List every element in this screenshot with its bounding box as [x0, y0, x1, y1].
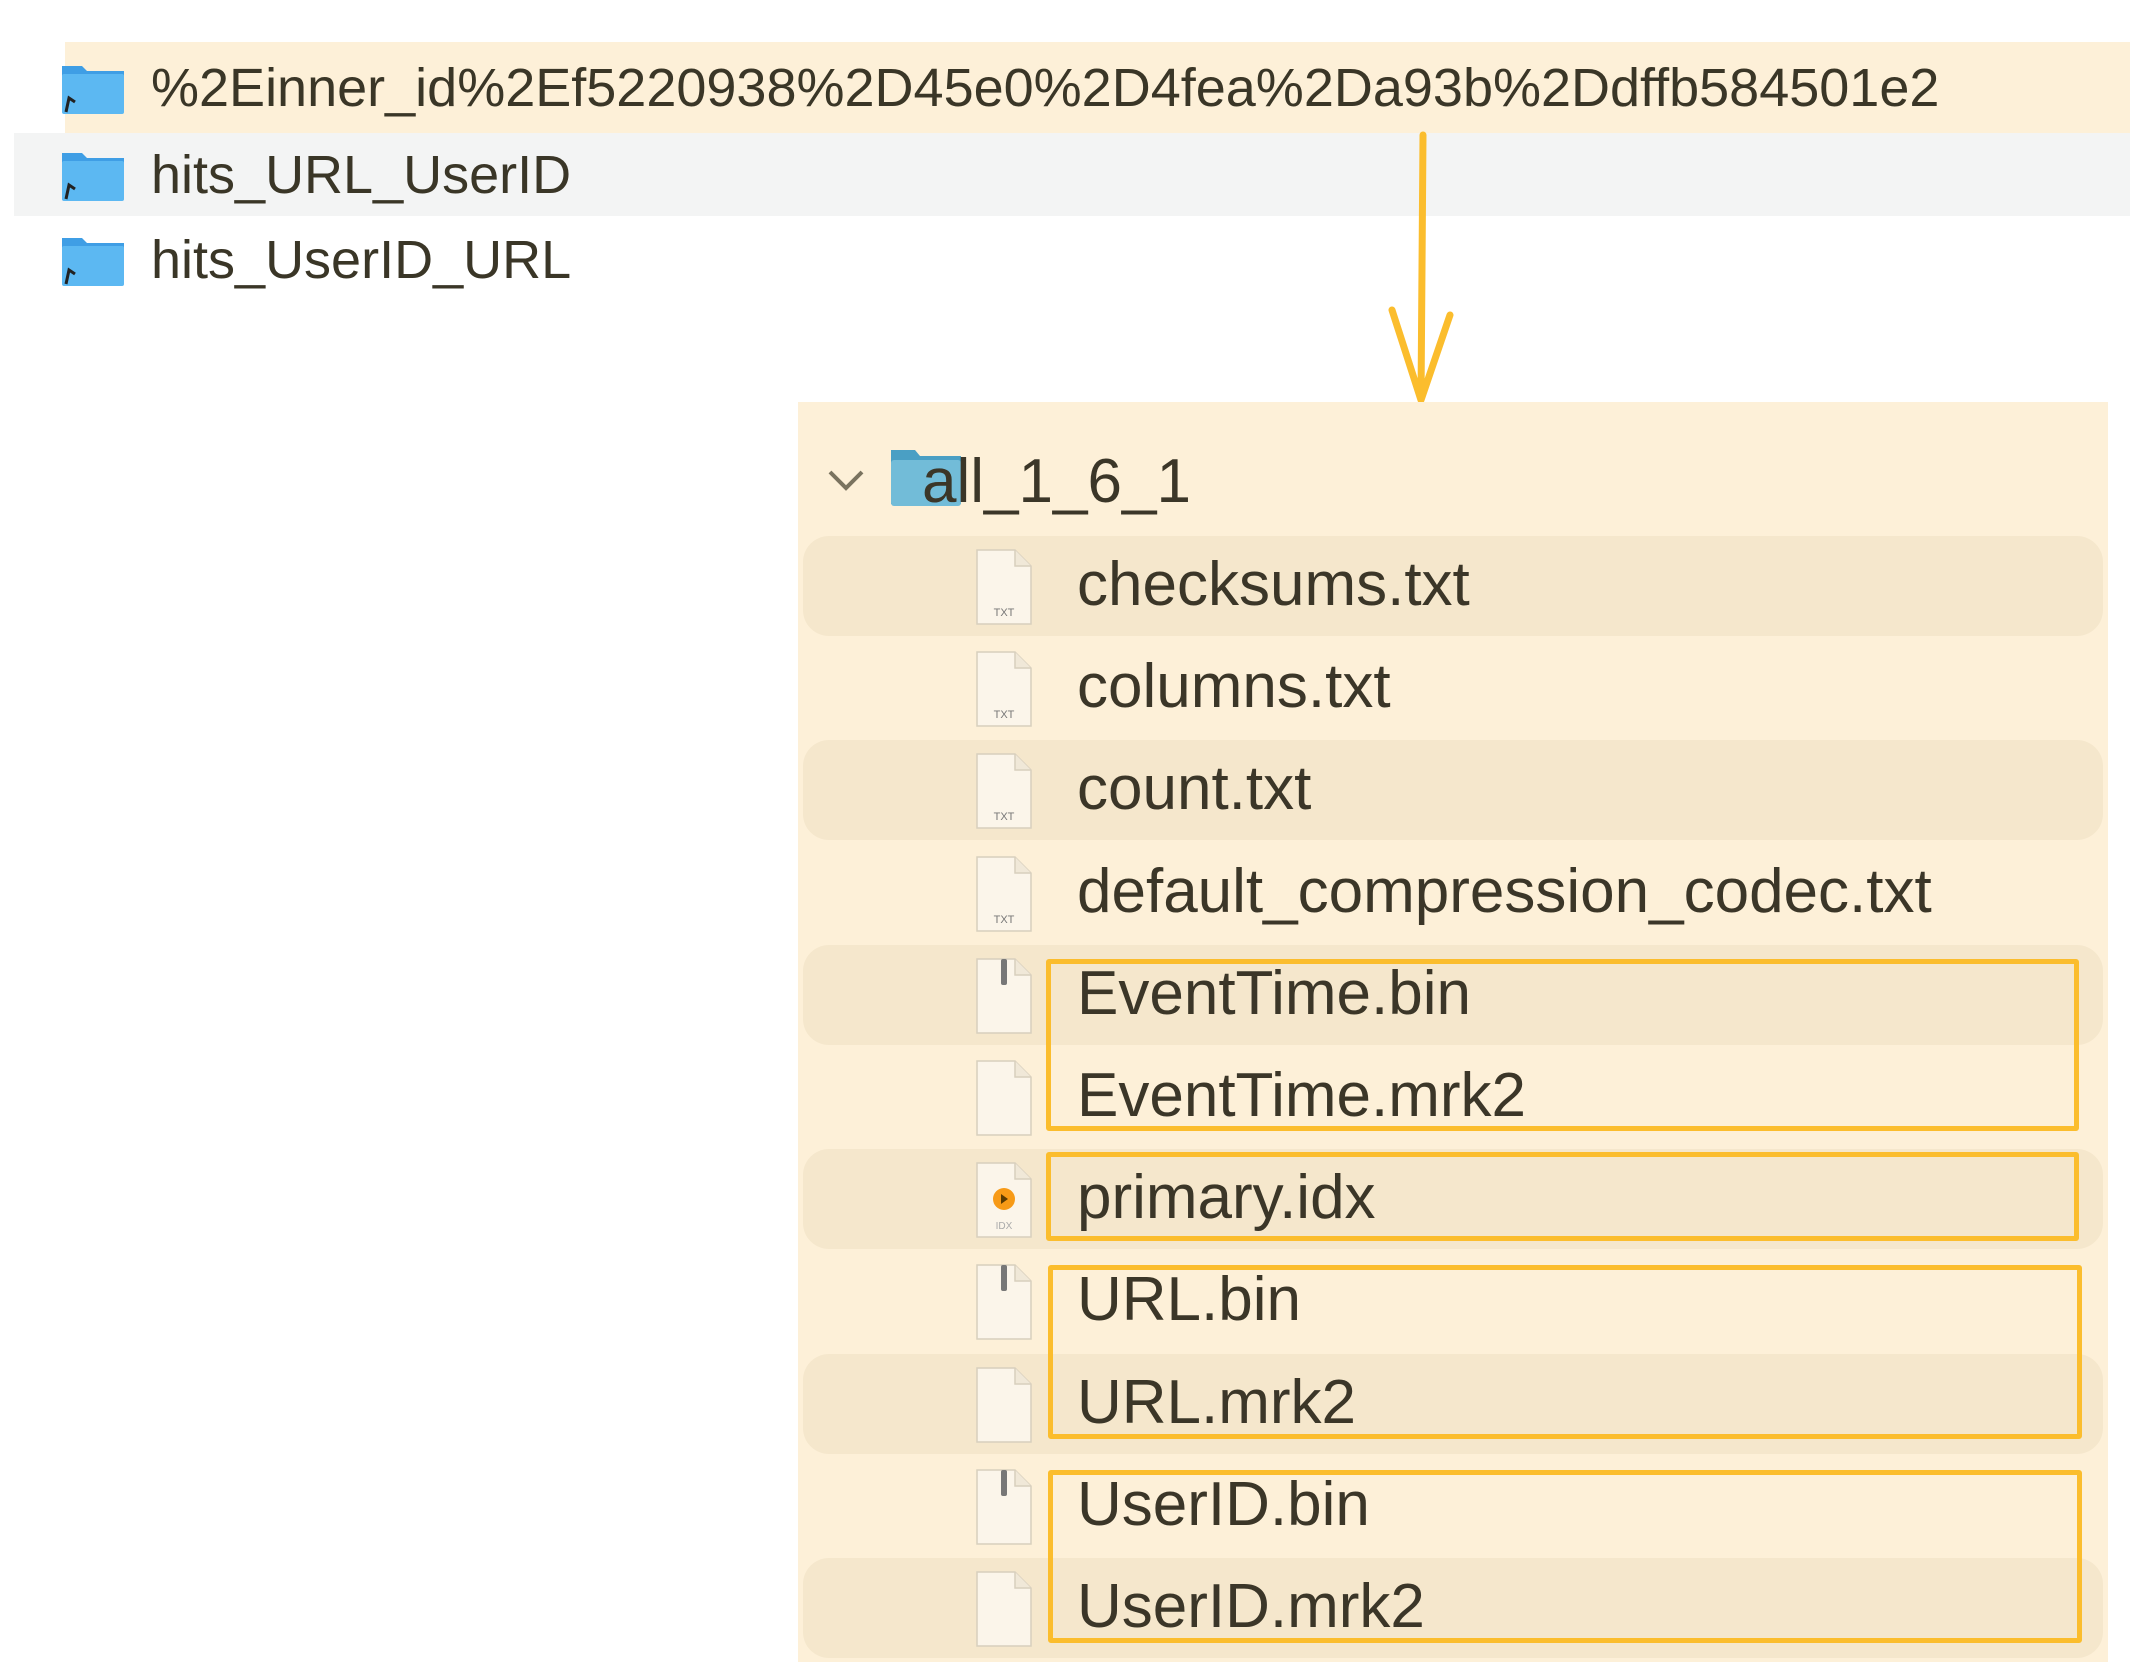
blank-file-icon: [976, 1060, 1032, 1136]
txt-file-icon: TXT: [976, 855, 1032, 932]
file-name: checksums.txt: [1077, 550, 1470, 620]
highlight-box-userid: [1048, 1470, 2082, 1643]
icon-label: TXT: [994, 709, 1015, 721]
folder-row-hits-userid-url[interactable]: hits_UserID_URL: [0, 218, 2130, 302]
file-row[interactable]: TXT count.txt: [803, 740, 2103, 841]
highlight-box-primary-idx: [1046, 1152, 2079, 1241]
file-row[interactable]: URL.bin: [803, 1251, 2103, 1351]
folder-name: %2Einner_id%2Ef5220938%2D45e0%2D4fea%2Da…: [151, 58, 1940, 118]
folder-row-inner-id[interactable]: %2Einner_id%2Ef5220938%2D45e0%2D4fea%2Da…: [0, 46, 2130, 130]
chevron-down-icon[interactable]: [826, 466, 866, 496]
file-name: primary.idx: [1077, 1163, 1376, 1233]
file-name: count.txt: [1077, 754, 1312, 824]
txt-file-icon: TXT: [976, 651, 1032, 727]
txt-file-icon: TXT: [976, 753, 1032, 830]
icon-label: TXT: [994, 914, 1015, 926]
file-name: columns.txt: [1077, 652, 1391, 722]
file-name: UserID.mrk2: [1077, 1572, 1425, 1642]
blank-file-icon: [976, 1571, 1032, 1647]
archive-file-icon: [976, 1264, 1032, 1341]
folder-name: hits_UserID_URL: [151, 230, 572, 290]
file-name: EventTime.bin: [1077, 958, 1471, 1028]
file-row[interactable]: IDX primary.idx: [803, 1149, 2103, 1250]
annotation-arrow-icon: [1388, 131, 1454, 404]
file-row[interactable]: TXT columns.txt: [803, 638, 2103, 738]
txt-file-icon: TXT: [976, 549, 1032, 625]
folder-name: hits_URL_UserID: [151, 145, 572, 205]
selected-row-band: [14, 133, 2130, 216]
file-name: URL.mrk2: [1077, 1367, 1357, 1437]
folder-alias-icon: [62, 153, 124, 201]
file-row[interactable]: TXT default_compression_codec.txt: [803, 843, 2103, 943]
file-row[interactable]: TXT checksums.txt: [803, 536, 2103, 636]
highlight-box-eventtime: [1046, 959, 2079, 1131]
file-name: EventTime.mrk2: [1077, 1061, 1527, 1131]
file-name: UserID.bin: [1077, 1469, 1370, 1539]
folder-name: all_1_6_1: [922, 447, 1191, 516]
folder-alias-icon: [62, 238, 124, 286]
folder-icon: [891, 450, 961, 506]
file-name: URL.bin: [1077, 1265, 1301, 1335]
icon-label: TXT: [994, 811, 1015, 823]
folder-alias-icon: [62, 66, 124, 114]
folder-row-hits-url-userid[interactable]: hits_URL_UserID: [0, 133, 2130, 217]
icon-label: IDX: [996, 1221, 1013, 1232]
file-row[interactable]: UserID.bin: [803, 1456, 2103, 1556]
highlight-box-url: [1048, 1265, 2082, 1439]
file-row[interactable]: EventTime.mrk2: [803, 1047, 2103, 1147]
blank-file-icon: [976, 1366, 1032, 1443]
archive-file-icon: [976, 1469, 1032, 1545]
icon-label: TXT: [994, 607, 1015, 619]
archive-file-icon: [976, 958, 1032, 1034]
file-name: default_compression_codec.txt: [1077, 856, 1932, 926]
idx-file-icon: IDX: [976, 1162, 1032, 1238]
highlight-band: [65, 42, 2130, 133]
